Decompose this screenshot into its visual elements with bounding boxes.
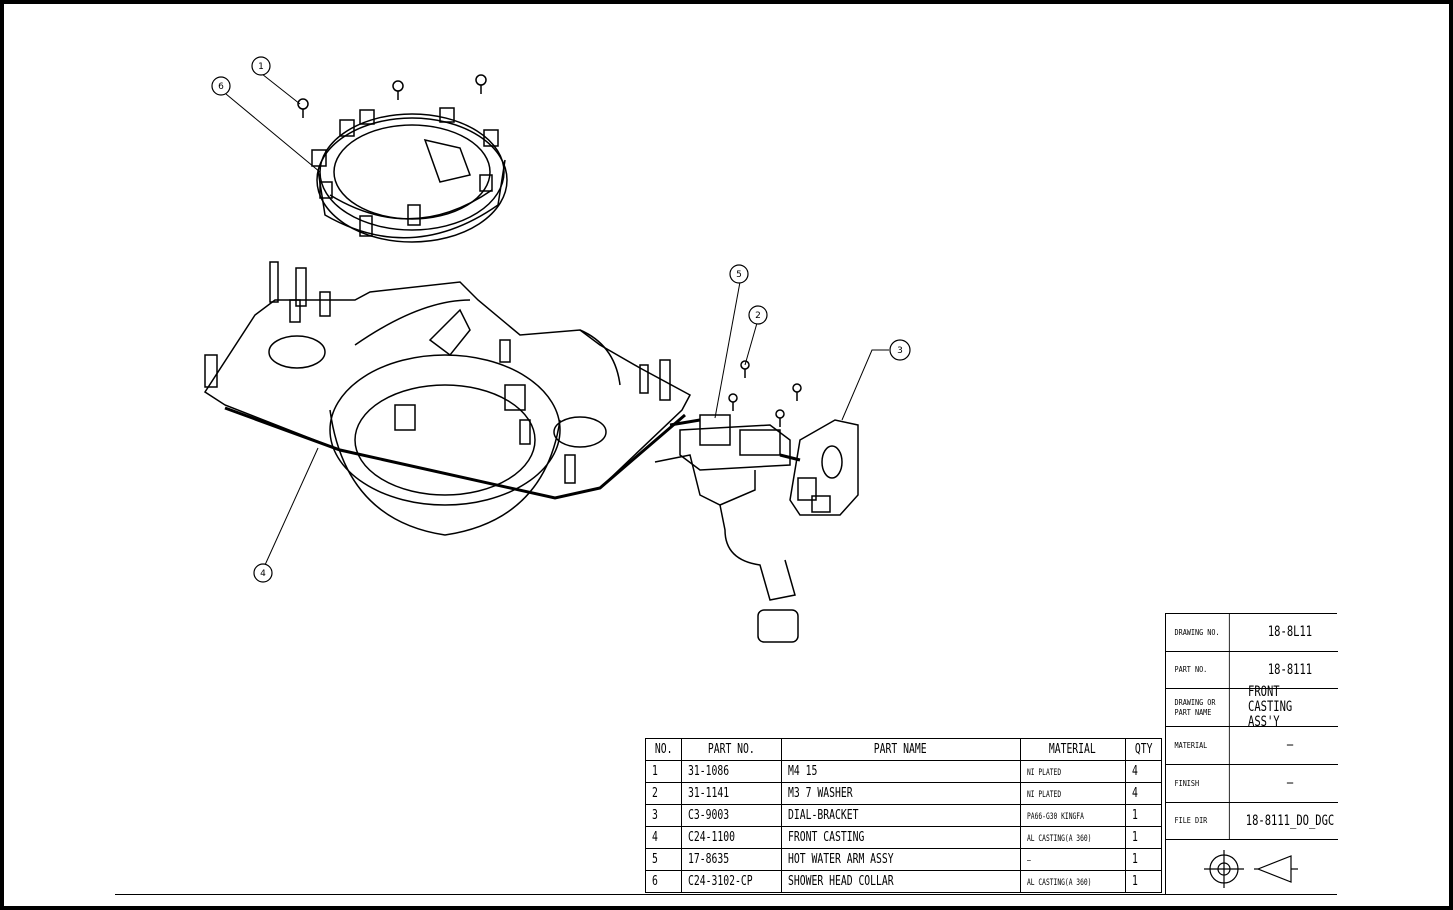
leader-lines bbox=[225, 73, 889, 566]
balloon-6 bbox=[211, 76, 231, 96]
drawing-no-label: DRAWING NO. bbox=[1166, 614, 1230, 651]
part-no-value: 18-8111 bbox=[1267, 661, 1313, 678]
part-name-value: FRONT CASTING ASS'Y bbox=[1248, 684, 1293, 730]
projection-symbol-icon bbox=[1204, 850, 1298, 888]
header-qty: QTY bbox=[1124, 738, 1163, 761]
table-row: 4 C24-1100 FRONT CASTING AL CASTING(A 36… bbox=[644, 826, 1163, 849]
title-block-row-file-dir: FILE DIR 18-8111_DO_DGC bbox=[1166, 803, 1338, 840]
header-part-no: PART NO. bbox=[681, 738, 782, 761]
table-row: 5 17-8635 HOT WATER ARM ASSY — 1 bbox=[644, 848, 1163, 871]
file-dir-label: FILE DIR bbox=[1166, 803, 1230, 839]
shower-head-collar-part bbox=[311, 107, 508, 243]
balloon-callouts bbox=[211, 56, 911, 583]
title-block-row-material: MATERIAL — bbox=[1166, 727, 1338, 765]
balloon-3 bbox=[889, 339, 911, 361]
balloon-label-3: 3 bbox=[897, 346, 903, 356]
dial-bracket-part bbox=[789, 419, 859, 516]
part-no-label: PART NO. bbox=[1166, 652, 1230, 688]
balloon-label-2: 2 bbox=[755, 311, 761, 321]
balloon-label-4: 4 bbox=[260, 569, 266, 579]
balloon-4 bbox=[253, 563, 273, 583]
drawing-no-value: 18-8L11 bbox=[1267, 624, 1313, 640]
balloon-5 bbox=[729, 264, 749, 284]
title-block-row-finish: FINISH — bbox=[1166, 765, 1338, 803]
finish-label: FINISH bbox=[1166, 765, 1230, 802]
title-block-row-drawing-no: DRAWING NO. 18-8L11 bbox=[1166, 614, 1338, 652]
material-label: MATERIAL bbox=[1166, 727, 1230, 764]
header-no: NO. bbox=[644, 738, 683, 761]
finish-value: — bbox=[1286, 775, 1294, 791]
title-block-row-part-no: PART NO. 18-8111 bbox=[1166, 652, 1338, 689]
parts-list-header-row: NO. PART NO. PART NAME MATERIAL QTY bbox=[644, 738, 1163, 761]
parts-list-table: NO. PART NO. PART NAME MATERIAL QTY 1 31… bbox=[644, 738, 1163, 893]
header-part-name: PART NAME bbox=[780, 738, 1021, 761]
file-dir-value: 18-8111_DO_DGC bbox=[1245, 812, 1335, 829]
table-row: 3 C3-9003 DIAL-BRACKET PA66-G30 KINGFA 1 bbox=[644, 804, 1163, 827]
table-row: 6 C24-3102-CP SHOWER HEAD COLLAR AL CAST… bbox=[644, 870, 1163, 893]
material-value: — bbox=[1286, 737, 1294, 753]
title-block-row-part-name: DRAWING OR PART NAME FRONT CASTING ASS'Y bbox=[1166, 684, 1338, 730]
table-row: 1 31-1086 M4 15 NI PLATED 4 bbox=[644, 760, 1163, 783]
table-row: 2 31-1141 M3 7 WASHER NI PLATED 4 bbox=[644, 782, 1163, 805]
bottom-border-line bbox=[115, 894, 1336, 895]
balloon-label-6: 6 bbox=[218, 82, 224, 92]
hot-water-arm-part bbox=[654, 414, 801, 643]
front-casting-part bbox=[203, 261, 692, 536]
balloon-1 bbox=[251, 56, 271, 76]
title-block: DRAWING NO. 18-8L11 PART NO. 18-8111 DRA… bbox=[1165, 613, 1338, 895]
balloon-2 bbox=[748, 305, 768, 325]
header-material: MATERIAL bbox=[1019, 738, 1126, 761]
balloon-label-1: 1 bbox=[258, 62, 264, 72]
screws-part-1 bbox=[297, 74, 487, 118]
screws-part-2 bbox=[728, 360, 802, 427]
balloon-label-5: 5 bbox=[736, 270, 742, 280]
part-name-label: DRAWING OR PART NAME bbox=[1166, 689, 1230, 726]
